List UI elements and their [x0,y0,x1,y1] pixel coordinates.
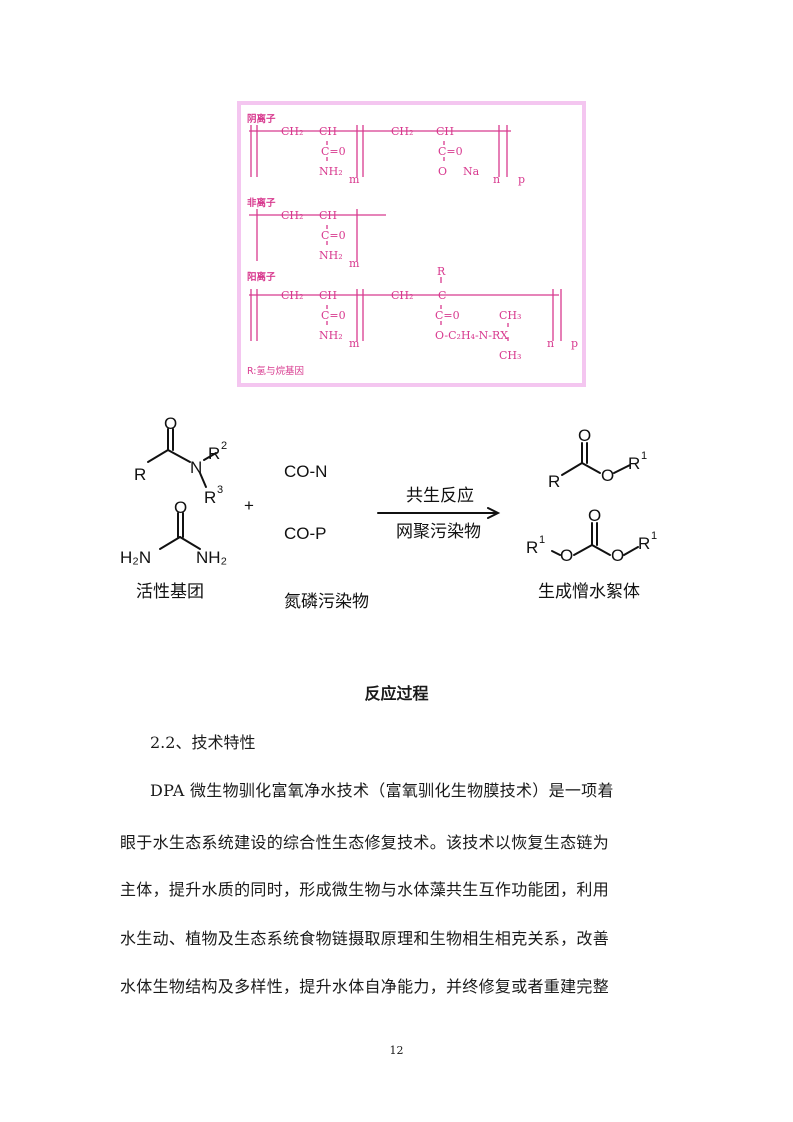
cationic-ch3-top: CH₃ [499,309,521,322]
anionic-n: n [493,173,500,186]
cationic-m: m [349,337,360,350]
anionic-carboxyl-co: C=0 [438,145,463,158]
paragraph-line-2: 眼于水生态系统建设的综合性生态修复技术。该技术以恢复生态链为 [120,833,610,852]
section-heading: 2.2、技术特性 [150,733,256,752]
polymer-structure-figure: 阴离子 非离子 阳离子 R:氢与烷基因 CH₂ [237,101,586,387]
cationic-nh2: NH₂ [319,329,343,342]
paragraph-line-1: DPA 微生物驯化富氧净水技术（富氧驯化生物膜技术）是一项着 [150,781,614,800]
anionic-nh2: NH₂ [319,165,343,178]
anionic-na: Na [463,165,480,178]
nonionic-ch2: CH₂ [281,209,303,222]
anionic-o: O [438,165,447,178]
carbonate-o-left: O [560,546,573,565]
paragraph-line-4: 水生动、植物及生态系统食物链摄取原理和生物相生相克关系，改善 [120,929,610,948]
figure-caption: 反应过程 [364,684,429,703]
anionic-ch2-2: CH₂ [391,125,413,138]
nonionic-label: 非离子 [247,198,276,209]
cationic-ch2: CH₂ [281,289,303,302]
arrow-bottom-label: 网聚污染物 [396,522,481,542]
amide-n: N [190,458,202,477]
ester-carbonyl-o: O [578,426,591,445]
anionic-label: 阴离子 [247,114,276,125]
reaction-scheme: R O N R 2 R 3 O H₂N NH₂ + CO-N CO-P 共生反应… [120,415,657,612]
urea-nh2: NH₂ [196,548,227,567]
co-n-label: CO-N [284,462,327,481]
page-number: 12 [389,1044,404,1057]
anionic-ch-1: CH [319,125,337,138]
nonionic-co: C=0 [321,229,346,242]
polymer-structures-svg: CH₂ CH C=0 NH₂ m CH₂ CH C=0 O Na n p CH₂… [249,125,578,362]
substituent-note: R:氢与烷基因 [247,366,305,377]
urea-h2n: H₂N [120,548,151,567]
cationic-c: C [438,289,446,302]
cationic-ester-co: C=0 [435,309,460,322]
carbonate-carbonyl-o: O [588,506,601,525]
amide-sup-2: 2 [221,440,227,452]
cationic-ch2-2: CH₂ [391,289,413,302]
carbonate-sup-1-right: 1 [651,530,657,542]
ester-r1: R [628,454,640,473]
cationic-label: 阳离子 [247,272,276,283]
paragraph-line-3: 主体，提升水质的同时，形成微生物与水体藻共生互作功能团，利用 [120,880,610,899]
co-p-label: CO-P [284,524,327,543]
product-label: 生成憎水絮体 [538,582,640,602]
cationic-n: n [547,337,554,350]
nonionic-m: m [349,257,360,270]
paragraph-line-5: 水体生物结构及多样性，提升水体自净能力，并终修复或者重建完整 [120,977,610,996]
anionic-ch2: CH₂ [281,125,303,138]
arrow-top-label: 共生反应 [406,486,474,506]
nonionic-ch: CH [319,209,337,222]
ester-sup-1: 1 [641,450,647,462]
amide-r3: R [204,488,216,507]
anionic-p: p [518,173,525,186]
amide-r2: R [208,444,220,463]
urea-o: O [174,498,187,517]
carbonate-r1-left: R [526,538,538,557]
amide-sup-3: 3 [217,484,223,496]
anionic-m: m [349,173,360,186]
cationic-ch: CH [319,289,337,302]
carbonate-o-right: O [611,546,624,565]
cationic-ch3-bottom: CH₃ [499,349,521,362]
amide-o: O [164,415,177,433]
cationic-r: R [437,265,446,278]
nonionic-nh2: NH₂ [319,249,343,262]
anionic-ch-2: CH [436,125,454,138]
carbonate-r1-right: R [638,534,650,553]
ester-r: R [548,472,560,491]
carbonate-sup-1-left: 1 [539,534,545,546]
amide-r: R [134,465,146,484]
plus-sign: + [244,496,254,515]
active-group-label: 活性基团 [136,582,204,602]
cationic-ester-chain: O-C₂H₄-N-RX [435,329,508,342]
pollutant-label: 氮磷污染物 [284,592,369,612]
cationic-p: p [571,337,578,350]
cationic-amide-co: C=0 [321,309,346,322]
anionic-amide-co: C=0 [321,145,346,158]
ester-ether-o: O [601,466,614,485]
